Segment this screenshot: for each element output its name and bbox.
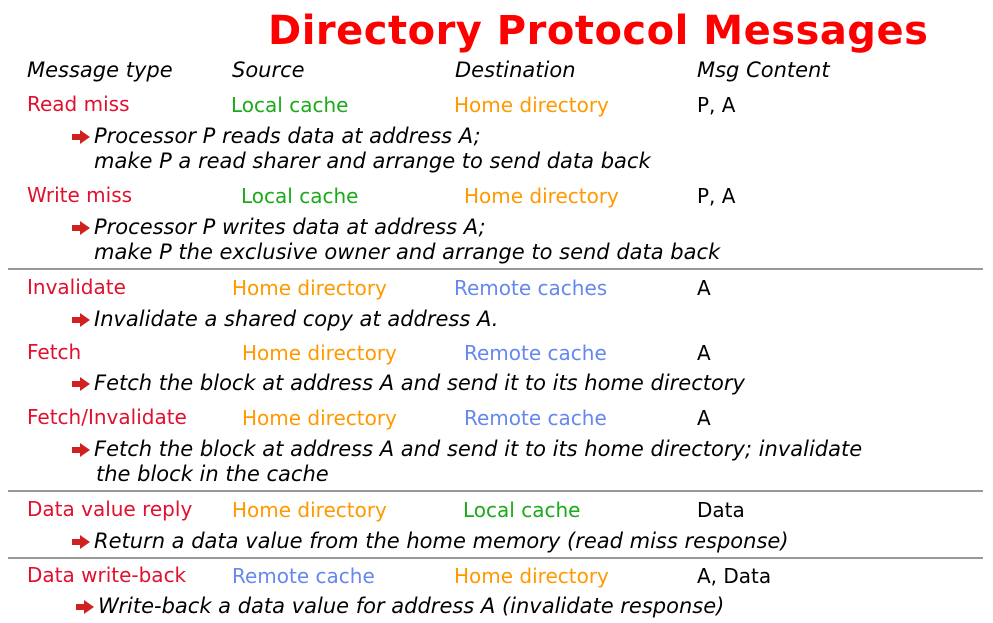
arrow-right-icon xyxy=(72,130,90,144)
description-line: Return a data value from the home memory… xyxy=(94,529,789,553)
row-source: Home directory xyxy=(242,406,397,430)
description-line: Processor P reads data at address A; xyxy=(94,124,481,148)
row-destination: Home directory xyxy=(454,564,609,588)
arrow-right-icon xyxy=(72,221,90,235)
row-type-invalidate: Invalidate xyxy=(27,275,126,299)
header-source: Source xyxy=(232,58,305,82)
description-line: Fetch the block at address A and send it… xyxy=(94,437,863,461)
arrow-right-icon xyxy=(72,443,90,457)
row-type-read-miss: Read miss xyxy=(27,92,130,116)
row-type-fetch-invalidate: Fetch/Invalidate xyxy=(27,405,187,429)
row-content: A xyxy=(697,276,711,300)
row-destination: Local cache xyxy=(463,498,581,522)
row-source: Local cache xyxy=(241,184,359,208)
row-destination: Remote cache xyxy=(464,406,607,430)
row-destination: Remote caches xyxy=(454,276,608,300)
row-content: P, A xyxy=(697,184,736,208)
row-content: A, Data xyxy=(697,564,772,588)
description-line: the block in the cache xyxy=(96,462,329,486)
row-content: A xyxy=(697,406,711,430)
header-destination: Destination xyxy=(455,58,576,82)
description-line: make P the exclusive owner and arrange t… xyxy=(94,240,721,264)
description-line: Write-back a data value for address A (i… xyxy=(98,594,725,618)
header-message-type: Message type xyxy=(27,58,173,82)
row-source: Home directory xyxy=(232,498,387,522)
row-destination: Home directory xyxy=(464,184,619,208)
page-title: Directory Protocol Messages xyxy=(268,8,929,54)
row-content: Data xyxy=(697,498,745,522)
description-line: Processor P writes data at address A; xyxy=(94,215,486,239)
row-source: Remote cache xyxy=(232,564,375,588)
section-divider xyxy=(8,268,983,270)
arrow-right-icon xyxy=(72,313,90,327)
row-type-write-miss: Write miss xyxy=(27,183,133,207)
description-line: Fetch the block at address A and send it… xyxy=(94,371,745,395)
description-line: make P a read sharer and arrange to send… xyxy=(94,149,651,173)
arrow-right-icon xyxy=(76,600,94,614)
row-source: Home directory xyxy=(232,276,387,300)
row-destination: Home directory xyxy=(454,93,609,117)
section-divider xyxy=(8,557,983,559)
row-type-data-value-reply: Data value reply xyxy=(27,497,193,521)
row-destination: Remote cache xyxy=(464,341,607,365)
row-type-data-write-back: Data write-back xyxy=(27,563,187,587)
arrow-right-icon xyxy=(72,377,90,391)
arrow-right-icon xyxy=(72,535,90,549)
row-content: P, A xyxy=(697,93,736,117)
header-msg-content: Msg Content xyxy=(697,58,830,82)
section-divider xyxy=(8,490,983,492)
description-line: Invalidate a shared copy at address A. xyxy=(94,307,499,331)
row-type-fetch: Fetch xyxy=(27,340,82,364)
row-source: Local cache xyxy=(231,93,349,117)
row-source: Home directory xyxy=(242,341,397,365)
row-content: A xyxy=(697,341,711,365)
